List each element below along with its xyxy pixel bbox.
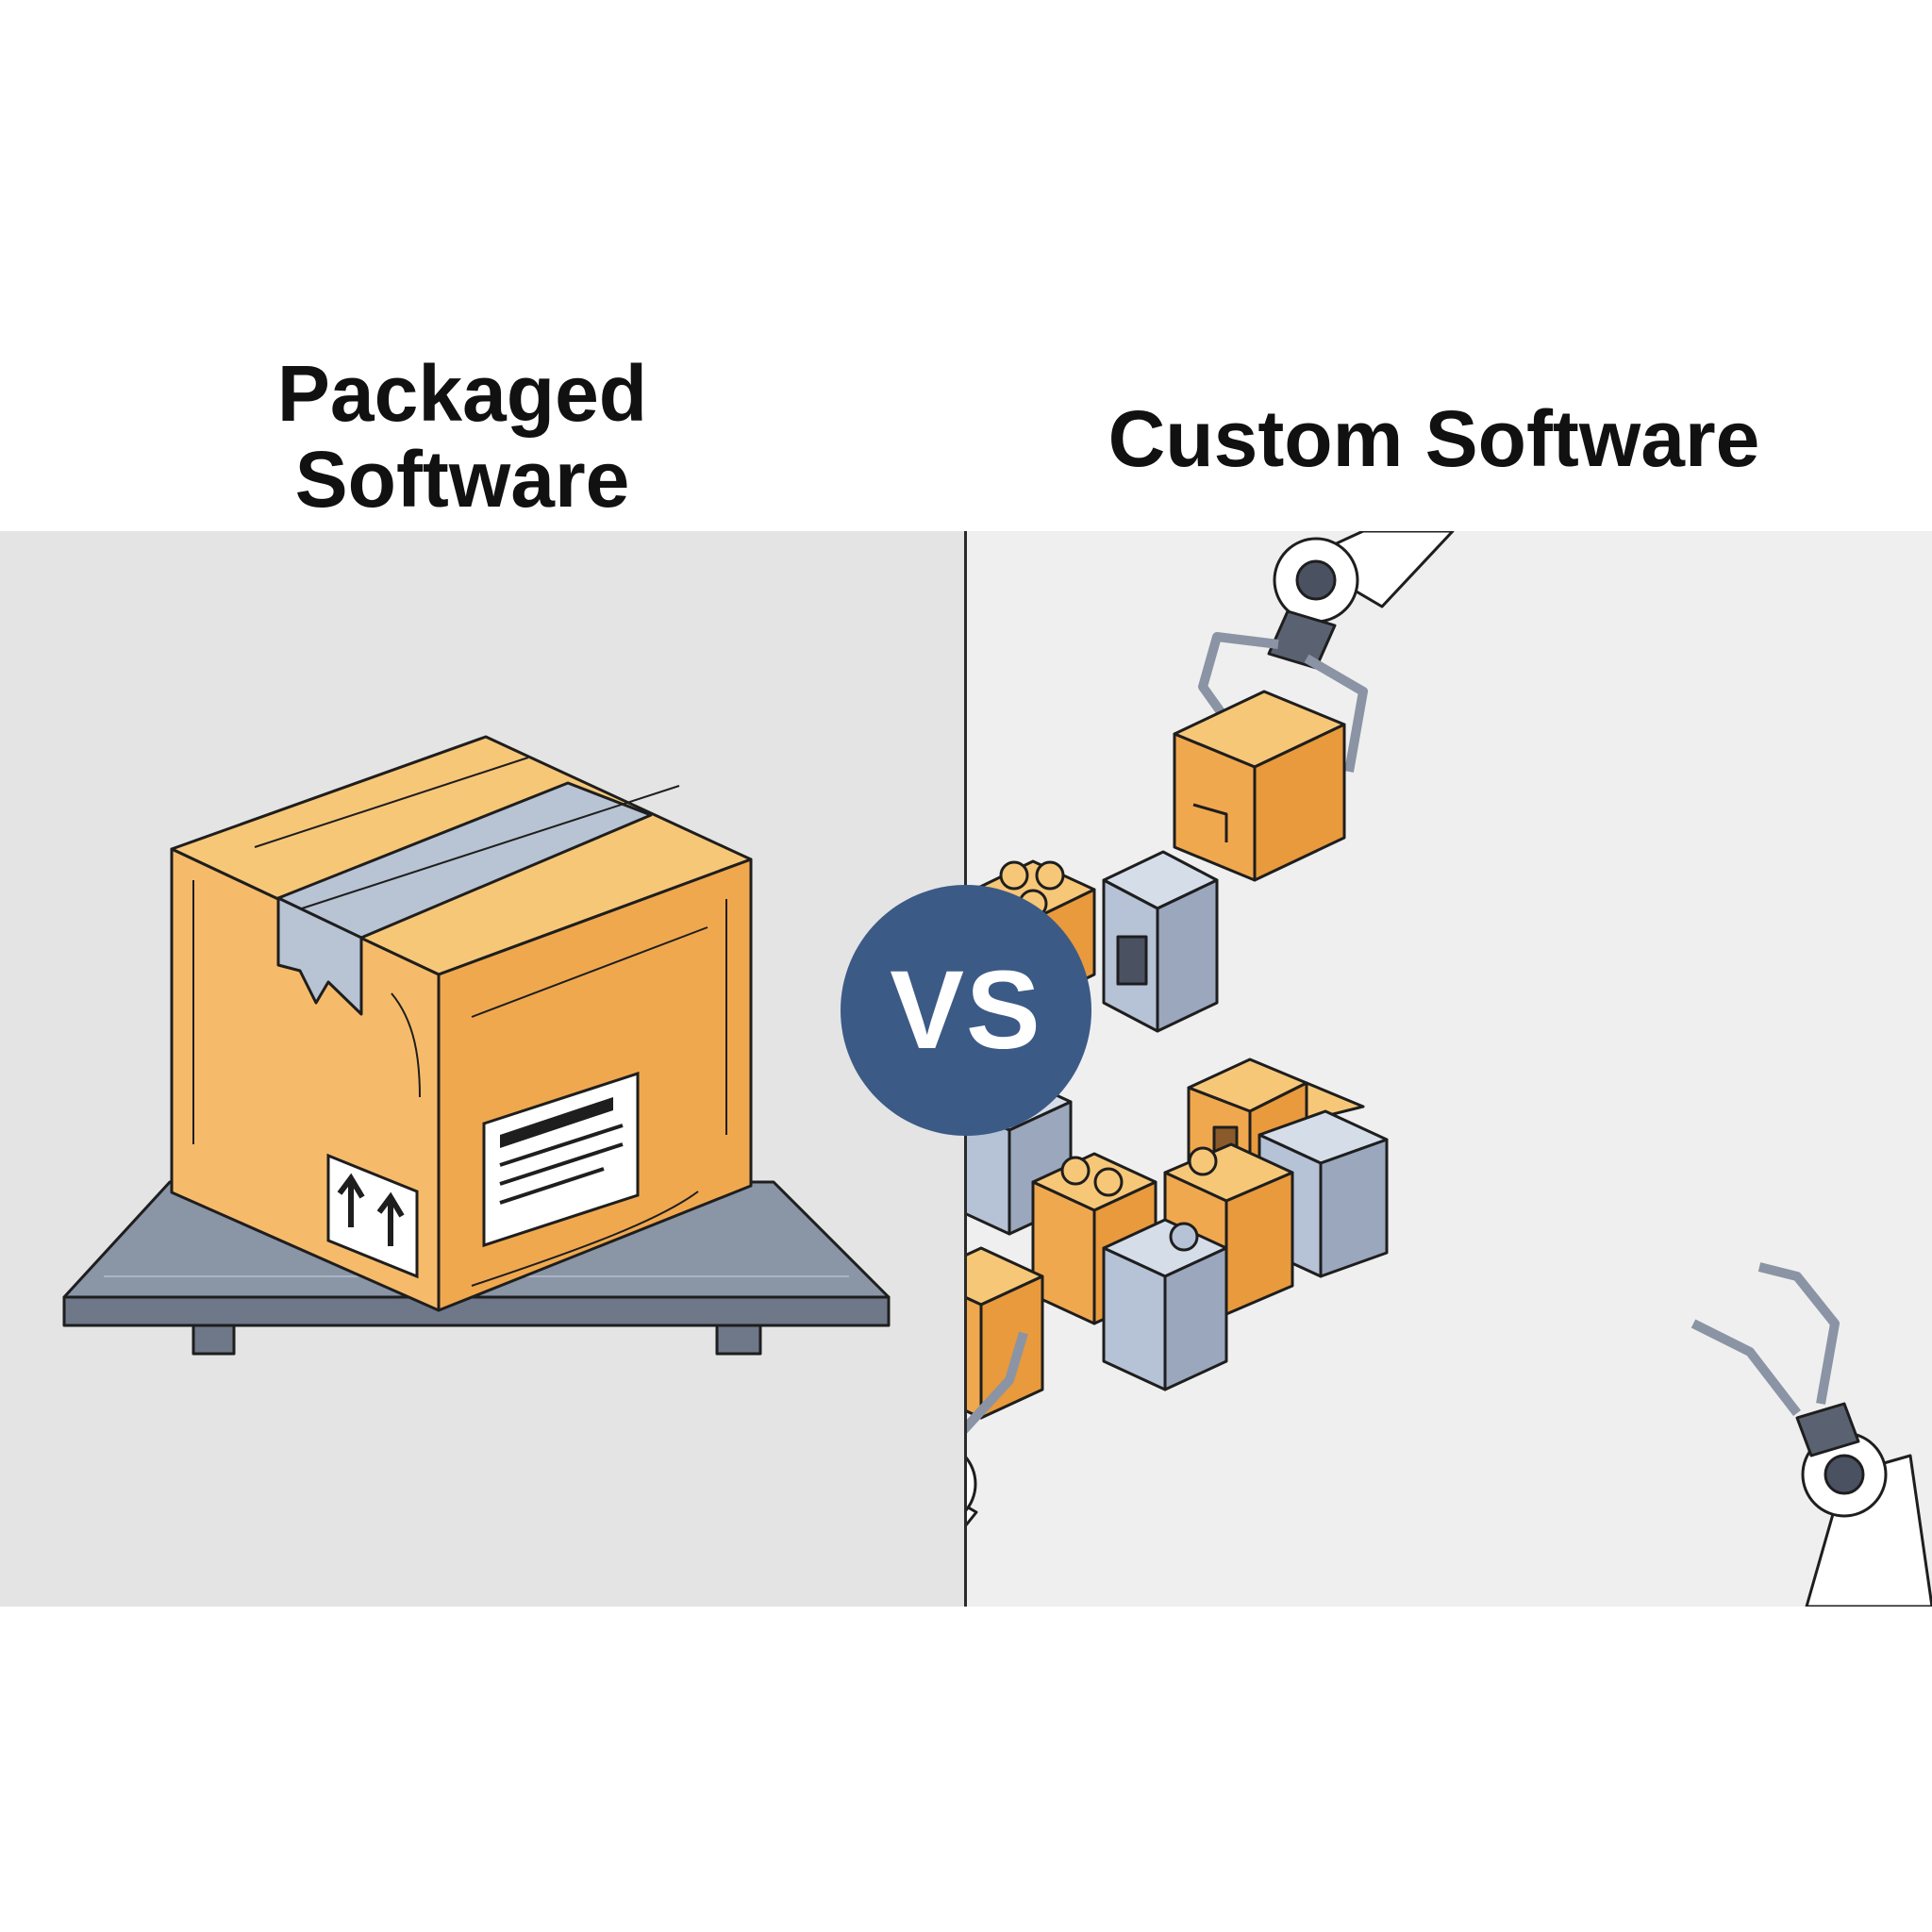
packaged-software-title: Packaged Software <box>217 351 708 522</box>
title-left-line-1: Packaged <box>276 349 648 438</box>
custom-software-title: Custom Software <box>1108 394 1760 483</box>
vs-badge: VS <box>841 885 1091 1136</box>
block-held-bottom <box>967 1246 1044 1420</box>
block-blue-top-middle <box>1102 850 1219 1033</box>
block-blue-bottom <box>1102 1218 1228 1391</box>
custom-software-panel <box>967 531 1932 1607</box>
title-left-line-2: Software <box>294 434 630 524</box>
this-side-up-arrows-icon <box>326 1153 419 1279</box>
shipping-label <box>482 1071 640 1248</box>
robotic-arm-top <box>1198 531 1455 773</box>
packaged-box-icon <box>62 735 891 1356</box>
block-held-top <box>1173 690 1346 882</box>
robotic-arm-bottom-right <box>1690 1262 1932 1607</box>
robotic-arm-bottom-left <box>967 1331 1028 1526</box>
robotic-arms-assembling-blocks-icon <box>967 531 1932 1607</box>
